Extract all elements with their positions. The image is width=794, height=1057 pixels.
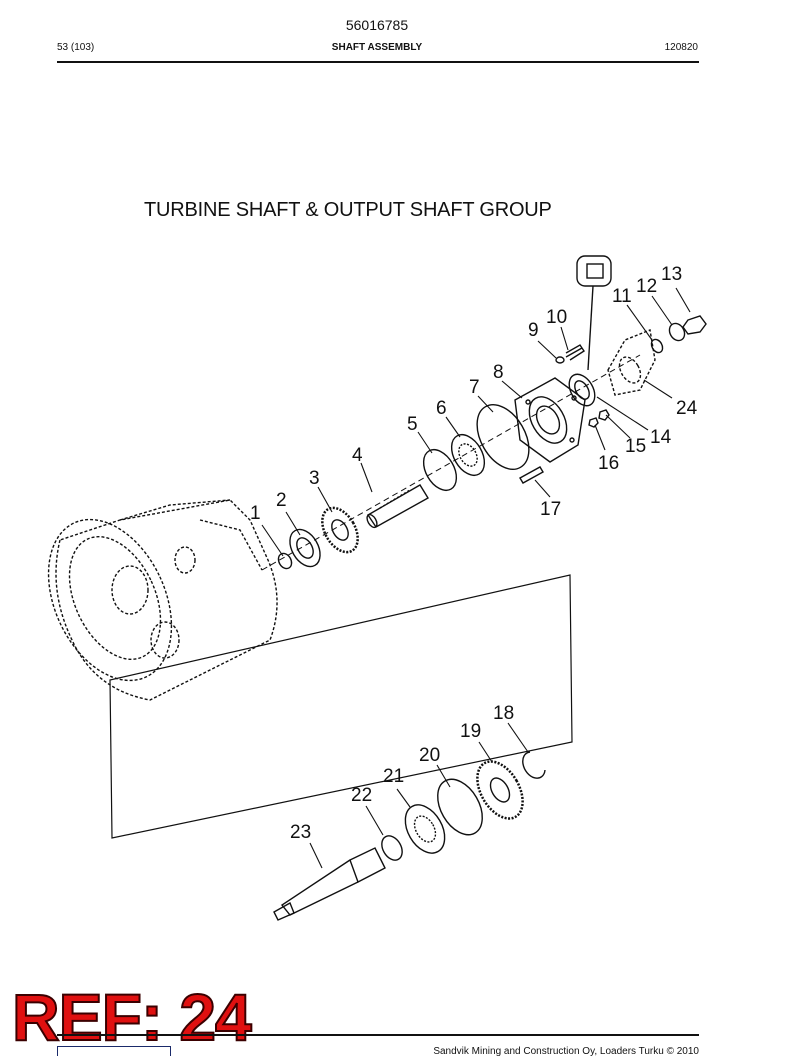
footer-divider <box>57 1034 699 1036</box>
callout-7: 7 <box>469 377 480 398</box>
part-3-gear <box>321 506 359 554</box>
part-21-bearing <box>404 804 446 854</box>
callout-16: 16 <box>598 453 619 474</box>
transmission-housing <box>47 499 278 701</box>
footer-copyright: Sandvik Mining and Construction Oy, Load… <box>433 1046 699 1057</box>
diagram-title: TURBINE SHAFT & OUTPUT SHAFT GROUP <box>144 199 552 221</box>
callout-10: 10 <box>546 307 567 328</box>
callout-labels: 1 2 3 4 5 6 7 8 9 10 11 12 13 14 15 16 1… <box>250 264 698 843</box>
part-9-washer <box>555 356 565 364</box>
part-5-o-ring <box>422 449 458 491</box>
callout-leaders <box>261 287 691 869</box>
part-19-gear <box>476 760 524 820</box>
callout-12: 12 <box>636 276 657 297</box>
callout-9: 9 <box>528 320 539 341</box>
callout-24: 24 <box>676 398 698 419</box>
callout-5: 5 <box>407 414 418 435</box>
part-24-flange <box>607 329 656 396</box>
callout-3: 3 <box>309 468 320 489</box>
part-17-pin <box>519 466 544 484</box>
section-title: SHAFT ASSEMBLY <box>331 42 423 53</box>
part-7-o-ring <box>476 404 530 470</box>
part-22-o-ring <box>381 835 403 861</box>
part-15-nut <box>598 409 610 421</box>
callout-14: 14 <box>650 427 672 448</box>
callout-1: 1 <box>250 503 261 524</box>
callout-21: 21 <box>383 766 404 787</box>
callout-8: 8 <box>493 362 504 383</box>
callout-23: 23 <box>290 822 311 843</box>
callout-15: 15 <box>625 436 646 457</box>
callout-18: 18 <box>493 703 514 724</box>
part-6-bearing <box>450 434 486 476</box>
callout-19: 19 <box>460 721 481 742</box>
part-1-snap-ring <box>277 552 293 570</box>
callout-20: 20 <box>419 745 440 766</box>
part-2-bearing <box>289 528 321 568</box>
part-11-o-ring <box>650 338 664 354</box>
document-number: 56016785 <box>345 17 409 33</box>
callout-17: 17 <box>540 499 561 520</box>
part-12-washer <box>668 322 686 342</box>
reference-label: REF: 24 <box>11 980 253 1054</box>
callout-11: 11 <box>612 286 632 307</box>
part-10-bolt <box>565 344 585 361</box>
group-bracket <box>109 574 573 839</box>
part-23-output-shaft <box>273 847 386 921</box>
header-divider <box>57 61 699 63</box>
part-8-bearing-cover <box>514 377 586 463</box>
company-logo <box>57 1046 171 1056</box>
part-18-snap-ring <box>522 751 546 779</box>
part-14-seal <box>568 373 596 407</box>
part-4-turbine-shaft <box>366 484 429 529</box>
page-indicator: 53 (103) <box>57 42 95 53</box>
document-code: 120820 <box>664 42 698 53</box>
callout-22: 22 <box>351 785 372 806</box>
turbine-shaft-axis <box>261 354 641 571</box>
callout-4: 4 <box>352 445 363 466</box>
callout-2: 2 <box>276 490 287 511</box>
callout-6: 6 <box>436 398 447 419</box>
callout-13: 13 <box>661 264 682 285</box>
part-16-nut <box>588 417 599 428</box>
part-13-nut <box>682 315 707 335</box>
seal-detail-box <box>576 255 612 371</box>
part-20-o-ring <box>437 778 483 836</box>
